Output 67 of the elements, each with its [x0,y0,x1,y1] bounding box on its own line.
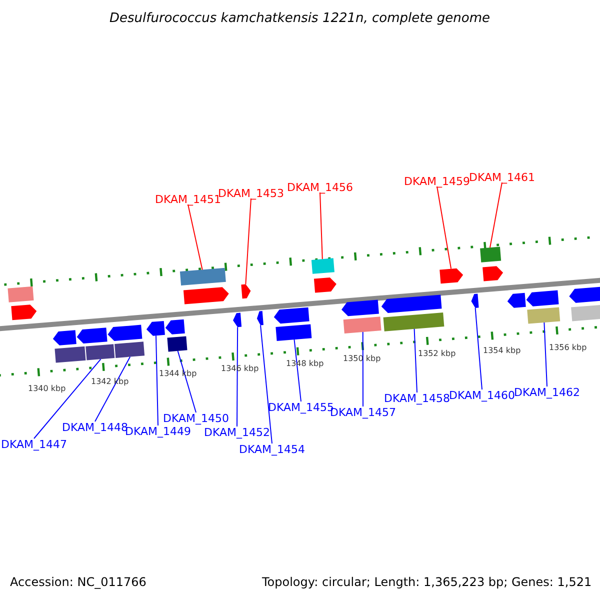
leader-line [490,182,502,248]
gene-bar [276,324,312,341]
gene-bar [8,286,34,302]
gene-bar [114,342,145,358]
gene-glyph [440,268,464,284]
leader-line [544,322,548,387]
gene-glyph [233,312,242,328]
gene-glyph [11,304,37,320]
accession-note: Accession: NC_011766 [10,576,146,588]
gene-glyph [183,287,229,304]
gene-label: DKAM_1461 [469,172,535,182]
gene-label: DKAM_1459 [404,176,470,186]
gene-bar [311,258,334,274]
gene-bar [571,304,600,322]
scale-label: 1356 kbp [549,344,587,352]
gene-glyph [241,284,251,299]
scale-label: 1352 kbp [418,350,456,358]
leader-line [156,335,158,426]
leader-line [260,324,272,444]
gene-glyph [314,278,336,293]
gene-label: DKAM_1448 [62,422,128,432]
gene-label: DKAM_1454 [239,444,305,454]
gene-bar [480,246,502,262]
leader-line [414,328,418,393]
gene-glyph [146,320,165,336]
gene-glyph [482,266,504,282]
gene-bar [54,346,86,363]
gene-label: DKAM_1450 [163,412,229,424]
gene-glyph [108,324,142,341]
scale-label: 1354 kbp [483,347,521,355]
gene-label: DKAM_1447 [1,438,67,450]
scale-label: 1340 kbp [28,385,66,393]
leader-line [362,332,364,407]
gene-bar [343,316,382,334]
gene-glyph [165,319,185,334]
gene-label: DKAM_1462 [514,386,580,398]
gene-bar [527,307,560,324]
gene-bar [383,312,444,332]
leader-line [474,307,482,390]
leader-line [236,326,238,427]
gene-glyph [471,294,479,308]
gene-bar [167,336,188,352]
gene-glyph [274,307,310,324]
leader-line [436,186,452,270]
gene-glyph [381,294,442,313]
gene-glyph [342,300,379,316]
gene-glyph [569,286,600,303]
map-title: Desulfurococcus kamchatkensis 1221n, complete genome [110,12,490,24]
gene-label: DKAM_1452 [204,426,270,438]
gene-bar [180,268,226,286]
gene-glyph [76,328,108,344]
gene-label: DKAM_1460 [449,390,515,400]
genome-stats-note: Topology: circular; Length: 1,365,223 bp; Genes: 1,521 [262,576,592,588]
leader-line [188,204,203,270]
gene-glyph [507,292,526,308]
gene-bar [86,344,115,360]
gene-glyph [52,330,76,346]
gene-label: DKAM_1455 [268,402,334,412]
gene-label: DKAM_1458 [384,392,450,404]
leader-line [245,198,252,285]
leader-line [294,339,302,402]
gene-label: DKAM_1453 [218,188,284,198]
gene-glyph [526,290,559,306]
gene-label: DKAM_1456 [287,182,353,192]
leader-line [177,350,196,413]
gene-glyph [256,311,264,326]
leader-line [320,192,323,260]
